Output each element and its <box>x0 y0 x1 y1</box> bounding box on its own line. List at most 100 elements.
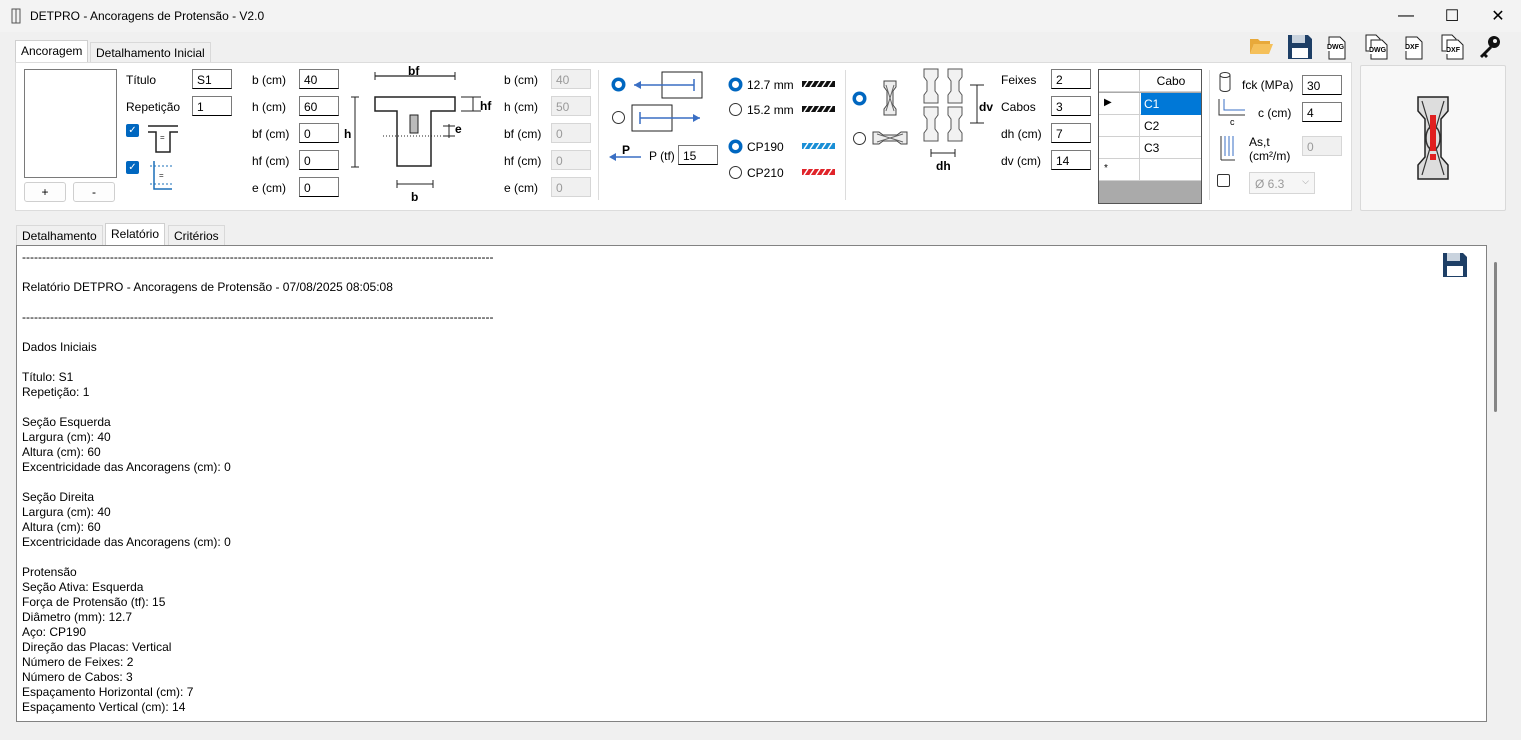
minimize-button[interactable]: — <box>1398 7 1414 24</box>
stirrup-checkbox[interactable]: ✓ <box>126 161 139 174</box>
dxf-multi-label: DXF <box>1446 47 1460 54</box>
c-input[interactable]: 4 <box>1302 102 1342 122</box>
bar-diameter-value: Ø 6.3 <box>1255 177 1285 191</box>
add-section-button[interactable]: + <box>24 182 66 202</box>
maximize-button[interactable]: ☐ <box>1444 8 1460 25</box>
t-section-icon: = <box>148 125 178 153</box>
save-report-icon[interactable] <box>1442 252 1468 278</box>
grid-cell[interactable]: C1 <box>1141 93 1201 115</box>
table-row[interactable]: ▶ C1 <box>1099 93 1201 115</box>
report-line: ----------------------------------------… <box>22 250 494 264</box>
row-header <box>1099 137 1140 159</box>
titulo-input[interactable]: S1 <box>192 69 232 89</box>
feixes-label: Feixes <box>1001 73 1037 87</box>
cabos-input[interactable]: 3 <box>1051 96 1091 116</box>
ast-checkbox[interactable] <box>1217 174 1230 187</box>
right-h-label: h (cm) <box>504 100 538 114</box>
repeticao-input[interactable]: 1 <box>192 96 232 116</box>
dwg-label: DWG <box>1327 44 1345 51</box>
dwg-multi-label: DWG <box>1369 47 1387 54</box>
left-e-input[interactable]: 0 <box>299 177 339 197</box>
report-line: Número de Cabos: 3 <box>22 670 133 684</box>
h-dim-label: h <box>344 127 352 141</box>
separator <box>845 70 846 200</box>
diameter-127-radio[interactable] <box>729 78 742 91</box>
report-text-area[interactable]: ----------------------------------------… <box>16 245 1487 722</box>
new-row[interactable]: * <box>1099 159 1201 181</box>
tab-criterios[interactable]: Critérios <box>168 225 225 245</box>
tab-relatorio[interactable]: Relatório <box>105 223 166 245</box>
grid-corner <box>1099 70 1140 92</box>
report-line: Protensão <box>22 565 77 579</box>
c-symbol: c <box>1230 117 1235 127</box>
export-dwg-icon[interactable]: DWG <box>1326 36 1348 60</box>
report-line: Espaçamento Vertical (cm): 14 <box>22 700 186 714</box>
report-line: Altura (cm): 60 <box>22 520 101 534</box>
save-icon[interactable] <box>1287 34 1313 60</box>
diameter-152-radio[interactable] <box>729 103 742 116</box>
right-b-label: b (cm) <box>504 73 538 87</box>
fck-input[interactable]: 30 <box>1302 75 1342 95</box>
steel-cp210-label: CP210 <box>747 166 784 180</box>
report-line: Excentricidade das Ancoragens (cm): 0 <box>22 535 231 549</box>
strand-127-pattern <box>802 81 835 87</box>
cover-icon <box>1218 99 1245 116</box>
diameter-152-label: 15.2 mm <box>747 103 794 117</box>
dv-input[interactable]: 14 <box>1051 150 1091 170</box>
grid-header-cabo[interactable]: Cabo <box>1156 74 1186 88</box>
steel-cp190-pattern <box>802 143 835 149</box>
report-line: Dados Iniciais <box>22 340 97 354</box>
report-line: Título: S1 <box>22 370 74 384</box>
steel-cp190-radio[interactable] <box>729 140 742 153</box>
left-h-input[interactable]: 60 <box>299 96 339 116</box>
e-dim-label: e <box>455 122 462 136</box>
table-row[interactable]: C2 <box>1099 115 1201 137</box>
remove-section-button[interactable]: - <box>73 182 115 202</box>
left-e-label: e (cm) <box>252 181 286 195</box>
tsection-checkbox[interactable]: ✓ <box>126 124 139 137</box>
stirrup-icon: = <box>150 161 172 190</box>
export-dxf-multi-icon[interactable]: DXF <box>1440 34 1466 60</box>
table-row[interactable]: C3 <box>1099 137 1201 159</box>
force-input[interactable]: 15 <box>678 145 718 165</box>
export-dxf-icon[interactable]: DXF <box>1403 36 1425 60</box>
steel-cp210-radio[interactable] <box>729 166 742 179</box>
close-button[interactable]: ✕ <box>1491 8 1505 25</box>
folder-open-icon[interactable] <box>1248 35 1274 57</box>
repeticao-label: Repetição <box>126 100 181 114</box>
left-b-input[interactable]: 40 <box>299 69 339 89</box>
key-icon[interactable] <box>1477 34 1503 60</box>
cable-grid[interactable]: Cabo ▶ C1 C2 C3 * <box>1098 69 1202 204</box>
grid-cell-new[interactable] <box>1141 159 1201 181</box>
tab-detalhamento-inicial[interactable]: Detalhamento Inicial <box>90 42 211 62</box>
left-hf-input[interactable]: 0 <box>299 150 339 170</box>
plate-horizontal-radio[interactable] <box>853 132 866 145</box>
active-right-radio[interactable] <box>612 111 625 124</box>
report-line: Altura (cm): 60 <box>22 445 101 459</box>
tab-ancoragem[interactable]: Ancoragem <box>15 40 89 62</box>
row-header <box>1099 115 1140 137</box>
report-line: Relatório DETPRO - Ancoragens de Protens… <box>22 280 393 294</box>
cylinder-icon <box>1219 72 1231 92</box>
c-label: c (cm) <box>1258 106 1292 120</box>
grid-cell[interactable]: C2 <box>1144 119 1160 133</box>
active-left-radio[interactable] <box>612 78 625 91</box>
dh-input[interactable]: 7 <box>1051 123 1091 143</box>
dv-label: dv (cm) <box>1001 154 1041 168</box>
left-bf-input[interactable]: 0 <box>299 123 339 143</box>
right-anchor-icon <box>631 104 700 132</box>
grid-cell[interactable]: C3 <box>1144 141 1160 155</box>
right-e-label: e (cm) <box>504 181 538 195</box>
tab-detalhamento[interactable]: Detalhamento <box>16 225 103 245</box>
new-row-marker: * <box>1099 159 1140 181</box>
right-hf-input: 0 <box>551 150 591 170</box>
report-line: Força de Protensão (tf): 15 <box>22 595 166 609</box>
export-dwg-multi-icon[interactable]: DWG <box>1364 34 1390 60</box>
dh-label: dh (cm) <box>1001 127 1042 141</box>
feixes-input[interactable]: 2 <box>1051 69 1091 89</box>
plate-vertical-radio[interactable] <box>853 92 866 105</box>
section-list[interactable] <box>24 69 117 178</box>
plate-vertical-icon <box>883 80 897 116</box>
report-scrollbar[interactable] <box>1494 262 1497 412</box>
left-hf-label: hf (cm) <box>252 154 290 168</box>
